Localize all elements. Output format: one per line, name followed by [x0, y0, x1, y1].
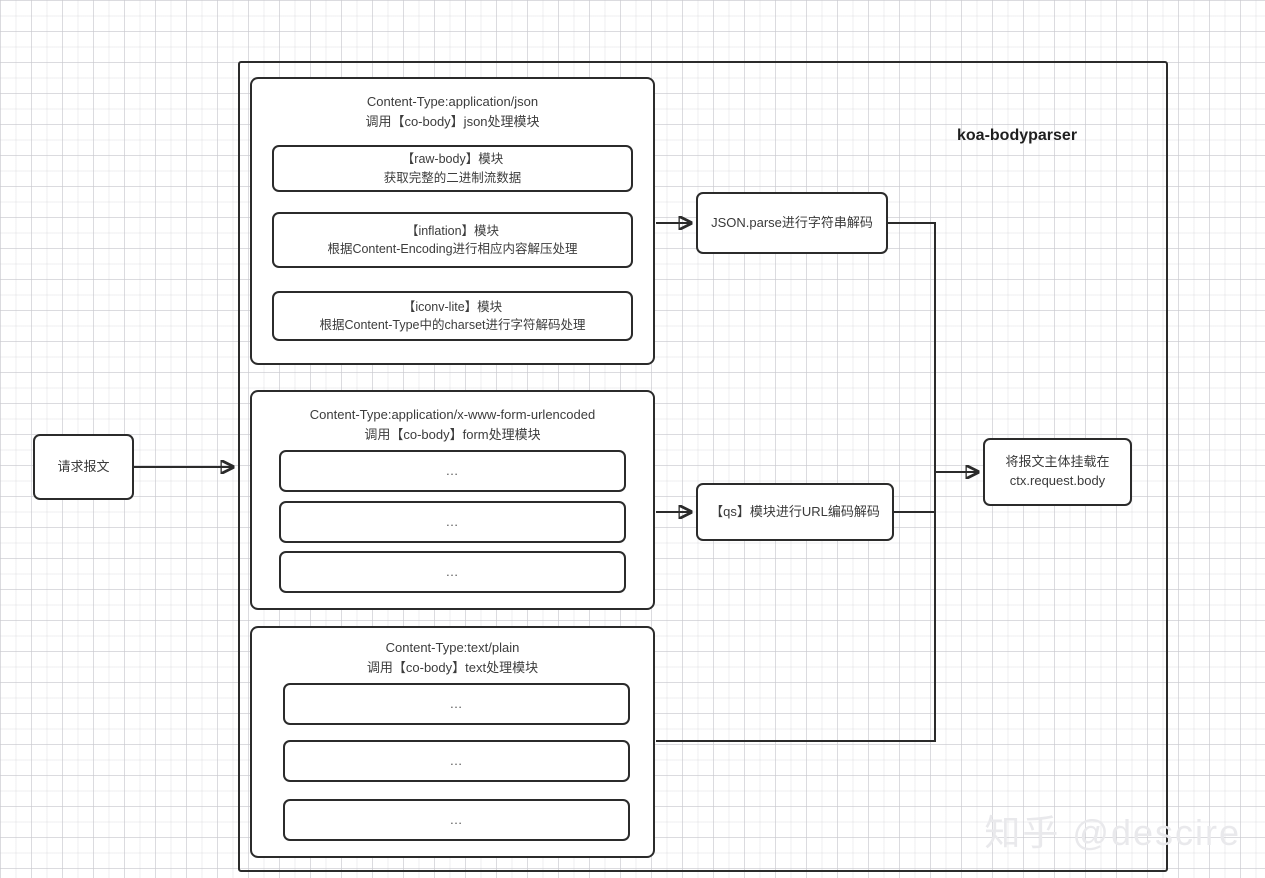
form-item-3[interactable]: … — [279, 551, 626, 593]
watermark-zhihu: 知乎 @descire — [984, 812, 1241, 853]
text-item-2[interactable]: … — [283, 740, 630, 782]
form-item-1[interactable]: … — [279, 450, 626, 492]
node-request-message[interactable]: 请求报文 — [33, 434, 134, 500]
node-ctx-request-body[interactable]: 将报文主体挂载在 ctx.request.body — [983, 438, 1132, 506]
node-qs-module[interactable]: 【qs】模块进行URL编码解码 — [696, 483, 894, 541]
page-title: koa-bodyparser — [957, 127, 1078, 144]
group-form-title: Content-Type:application/x-www-form-urle… — [309, 407, 596, 442]
group-text-title: Content-Type:text/plain 调用【co-body】text处… — [366, 640, 539, 675]
form-item-2[interactable]: … — [279, 501, 626, 543]
koa-bodyparser-container — [238, 61, 1168, 872]
node-json-parse[interactable]: JSON.parse进行字符串解码 — [696, 192, 888, 254]
module-inflation[interactable]: 【inflation】模块 根据Content-Encoding进行相应内容解压… — [272, 212, 633, 268]
text-item-1[interactable]: … — [283, 683, 630, 725]
module-iconv-lite[interactable]: 【iconv-lite】模块 根据Content-Type中的charset进行… — [272, 291, 633, 341]
module-raw-body[interactable]: 【raw-body】模块 获取完整的二进制流数据 — [272, 145, 633, 192]
group-json-title: Content-Type:application/json 调用【co-body… — [365, 94, 540, 129]
text-item-3[interactable]: … — [283, 799, 630, 841]
